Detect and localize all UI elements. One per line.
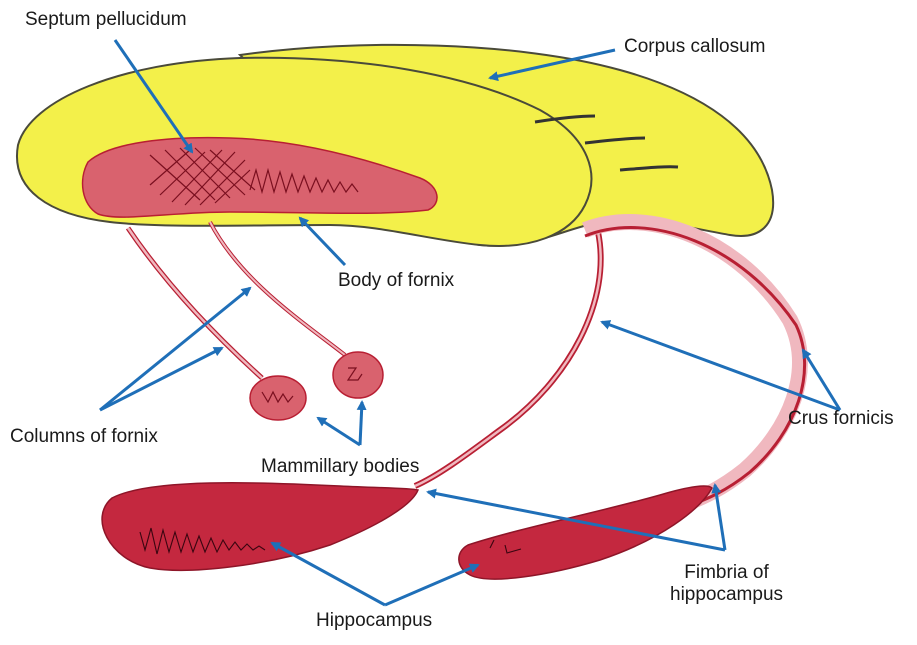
label-crus-fornicis: Crus fornicis: [788, 408, 894, 430]
label-hippocampus: Hippocampus: [316, 610, 432, 632]
column-of-fornix-left-inner: [128, 228, 262, 378]
mammillary-body-left: [250, 376, 306, 420]
arrow-mammillary-2: [360, 402, 362, 445]
crus-fornicis-right: [585, 222, 800, 502]
hippocampus-left: [102, 483, 418, 570]
arrow-columns-1: [100, 288, 250, 410]
arrow-hippocampus-2: [385, 565, 478, 605]
label-mammillary-bodies: Mammillary bodies: [261, 456, 419, 478]
label-fimbria-of-hippocampus: Fimbria of hippocampus: [670, 562, 783, 606]
mammillary-body-right: [333, 352, 383, 398]
label-body-of-fornix: Body of fornix: [338, 270, 454, 292]
arrow-crus-2: [803, 350, 840, 410]
label-septum-pellucidum: Septum pellucidum: [25, 9, 187, 31]
arrow-mammillary-1: [318, 418, 360, 445]
label-corpus-callosum: Corpus callosum: [624, 36, 766, 58]
crus-fornicis-right-edge: [585, 228, 805, 505]
arrow-columns-2: [100, 348, 222, 410]
column-of-fornix-left: [128, 228, 262, 378]
label-columns-of-fornix: Columns of fornix: [10, 426, 158, 448]
arrow-hippocampus-1: [272, 543, 385, 605]
